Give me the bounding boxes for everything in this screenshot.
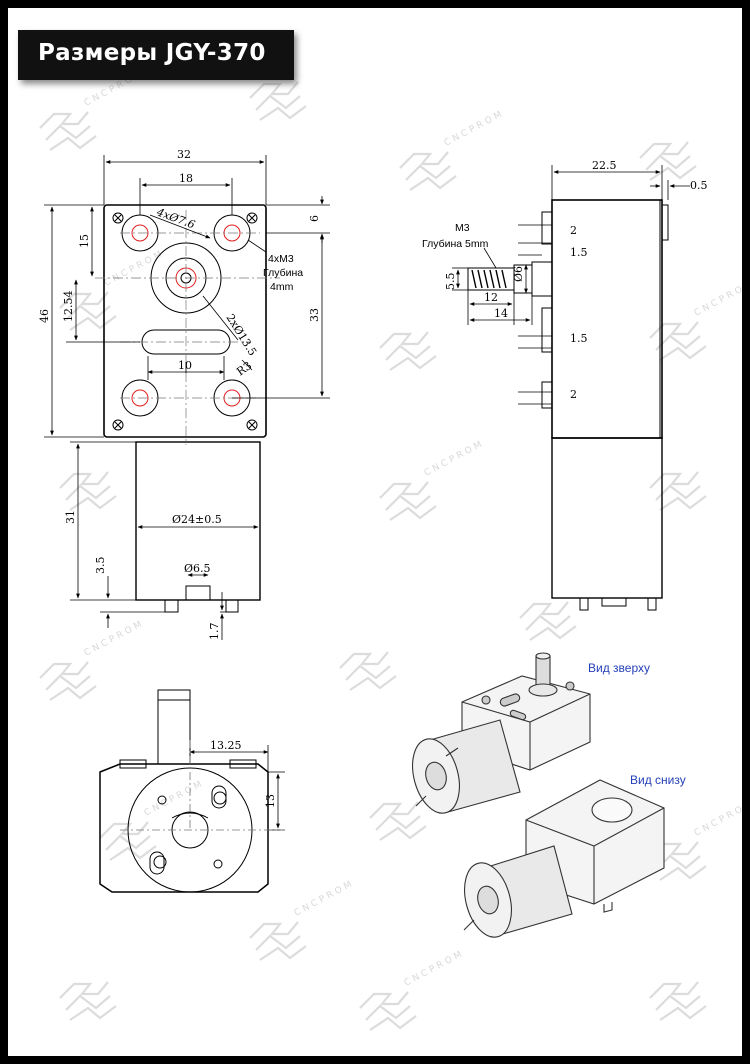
watermark-text: CNCPROM xyxy=(403,948,467,988)
side-view xyxy=(452,165,690,611)
watermark-logo xyxy=(339,651,397,691)
dim-left-offset-1: 15 xyxy=(78,234,91,248)
iso-view-labels: Вид зверху Вид снизу xyxy=(588,661,686,787)
gearbox-side-outline xyxy=(551,199,663,439)
corner-screw xyxy=(246,419,258,431)
watermark-text: CNCPROM xyxy=(693,798,742,838)
watermark-text: CNCPROM xyxy=(423,438,487,478)
watermark-text: CNCPROM xyxy=(443,108,507,148)
front-view xyxy=(44,155,330,640)
watermark-text: CNCPROM xyxy=(693,278,742,318)
dim-side-shaft-dia: Ø6 xyxy=(512,266,525,282)
watermark-logo: CNCPROM xyxy=(379,438,487,521)
dim-radius: R3 xyxy=(234,359,254,378)
dim-side-d4: 2 xyxy=(570,388,577,401)
watermark-logo xyxy=(369,801,427,841)
dim-height: 46 xyxy=(38,309,51,323)
corner-screw xyxy=(246,212,258,224)
gearbox-outline xyxy=(103,204,267,438)
page-title: Размеры JGY-370 xyxy=(38,40,266,66)
dim-hole-dia: 4xØ7.6 xyxy=(154,205,197,231)
iso-view-bottom xyxy=(463,779,665,938)
dim-side-d2: 1.5 xyxy=(570,246,588,259)
bottom-shaft xyxy=(157,689,191,765)
watermark-logo xyxy=(649,471,707,511)
watermark-layer: CNCPROM CNCPROM CNCPROM CNCPROM CNCPROM CNCPR… xyxy=(39,68,742,1031)
dim-bottom-b: 13 xyxy=(264,794,277,808)
note-side-thread: M3 xyxy=(455,222,470,234)
label-bottom-view: Вид снизу xyxy=(630,773,686,787)
iso-view-top xyxy=(412,652,591,814)
motor-side-body xyxy=(551,437,663,599)
dim-left-offset-2: 12.54 xyxy=(62,291,75,323)
dim-motor-length: 31 xyxy=(64,510,77,524)
watermark-logo: CNCPROM xyxy=(399,108,507,191)
watermark-logo: CNCPROM xyxy=(39,68,146,151)
dim-terminal-len: 1.7 xyxy=(208,623,221,641)
dim-side-edge: 0.5 xyxy=(690,179,708,192)
watermark-logo xyxy=(519,601,577,641)
watermark-logo: CNCPROM xyxy=(649,278,742,361)
dim-slot-width: 10 xyxy=(178,359,192,372)
dim-motor-dia: Ø24±0.5 xyxy=(172,513,222,526)
watermark-text: CNCPROM xyxy=(83,618,147,658)
dim-width: 32 xyxy=(177,148,191,161)
front-view-labels: 32 18 46 6 4xØ7.6 4xM3 Глубина 4mm 15 12… xyxy=(38,148,321,640)
note-side-depth: Глубина 5mm xyxy=(422,238,489,250)
watermark-logo xyxy=(639,141,697,181)
dim-top-offset: 6 xyxy=(308,215,321,222)
side-view-labels: 22.5 0.5 M3 Глубина 5mm 2 1.5 Ø6 5.5 12 … xyxy=(422,159,708,401)
bottom-view xyxy=(99,689,285,893)
dim-terminal-height: 3.5 xyxy=(94,557,107,575)
watermark-text: CNCPROM xyxy=(143,778,207,818)
dim-side-shaft-h: 5.5 xyxy=(444,273,457,291)
dim-hole-spacing: 18 xyxy=(179,172,193,185)
bottom-housing xyxy=(99,763,269,893)
watermark-text: CNCPROM xyxy=(103,248,167,288)
dim-bottom-a: 13.25 xyxy=(210,739,242,752)
corner-screw xyxy=(112,212,124,224)
label-top-view: Вид зверху xyxy=(588,661,650,675)
watermark-logo: CNCPROM xyxy=(249,878,357,961)
dim-side-len-14: 14 xyxy=(494,307,508,320)
watermark-logo xyxy=(59,981,117,1021)
watermark-logo xyxy=(59,471,117,511)
title-banner: Размеры JGY-370 xyxy=(18,30,294,80)
dim-side-d1: 2 xyxy=(570,224,577,237)
dim-side-width: 22.5 xyxy=(592,159,617,172)
watermark-logo xyxy=(249,81,307,121)
note-depth-value: 4mm xyxy=(270,281,294,293)
bottom-view-labels: 13.25 13 xyxy=(210,739,277,808)
note-depth-label: Глубина xyxy=(263,267,303,279)
corner-screw xyxy=(112,419,124,431)
watermark-logo xyxy=(379,331,437,371)
dim-slot-dia: 2xØ13.5 xyxy=(223,312,259,359)
drawing-sheet: CNCPROM CNCPROM CNCPROM CNCPROM CNCPROM CNCPR… xyxy=(8,8,742,1056)
dim-side-len-12: 12 xyxy=(484,291,498,304)
dim-right-height: 33 xyxy=(308,308,321,322)
watermark-logo xyxy=(649,981,707,1021)
technical-drawing: CNCPROM CNCPROM CNCPROM CNCPROM CNCPROM CNCPR… xyxy=(38,68,742,1031)
dim-side-d3: 1.5 xyxy=(570,332,588,345)
watermark-logo: CNCPROM xyxy=(359,948,467,1031)
note-thread: 4xM3 xyxy=(268,253,294,265)
watermark-logo: CNCPROM xyxy=(39,618,147,701)
dim-boss-dia: Ø6.5 xyxy=(184,562,211,575)
watermark-text: CNCPROM xyxy=(293,878,357,918)
